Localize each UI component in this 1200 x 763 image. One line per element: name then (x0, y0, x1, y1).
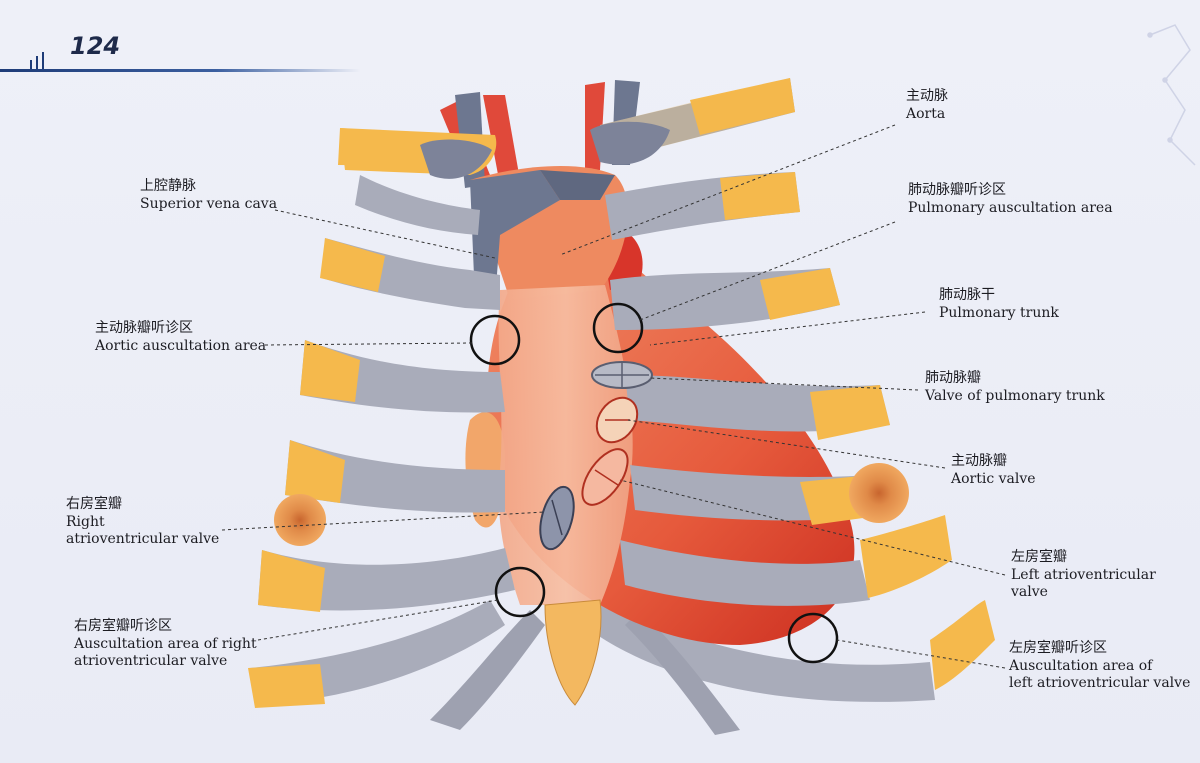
label-pulmonary-auscultation-area: 肺动脉瓣听诊区 Pulmonary auscultation area (908, 182, 1113, 216)
left-nipple (849, 463, 909, 523)
label-left-atrioventricular-valve: 左房室瓣 Left atrioventricular valve (1011, 549, 1156, 600)
header-bars-decoration (26, 50, 56, 70)
left-av-area-circle (787, 612, 839, 664)
header-rule (0, 69, 360, 72)
aortic-area-circle (469, 314, 521, 366)
label-aorta: 主动脉 Aorta (906, 88, 948, 122)
label-pulmonary-trunk: 肺动脉干 Pulmonary trunk (939, 287, 1059, 321)
label-right-av-auscultation-area: 右房室瓣听诊区 Auscultation area of right atrio… (74, 618, 257, 669)
right-av-area-circle (494, 566, 546, 618)
clavicles (340, 78, 795, 179)
auscultation-circles (469, 302, 839, 664)
label-valve-of-pulmonary-trunk: 肺动脉瓣 Valve of pulmonary trunk (925, 370, 1105, 404)
great-vessels (440, 80, 640, 300)
right-nipple (274, 494, 326, 546)
label-superior-vena-cava: 上腔静脉 Superior vena cava (140, 178, 278, 212)
label-aortic-valve: 主动脉瓣 Aortic valve (951, 453, 1036, 487)
pulmonary-area-circle (592, 302, 644, 354)
page-number: 124 (70, 32, 121, 60)
ribs-left (600, 78, 952, 606)
label-right-atrioventricular-valve: 右房室瓣 Right atrioventricular valve (66, 496, 220, 547)
valves (539, 361, 653, 551)
lower-ribs (248, 598, 995, 735)
label-aortic-auscultation-area: 主动脉瓣听诊区 Aortic auscultation area (95, 320, 267, 354)
sternum (498, 285, 633, 706)
leader-lines (221, 124, 1006, 669)
corner-decoration (1147, 24, 1196, 166)
label-left-av-auscultation-area: 左房室瓣听诊区 Auscultation area of left atriov… (1009, 640, 1191, 691)
